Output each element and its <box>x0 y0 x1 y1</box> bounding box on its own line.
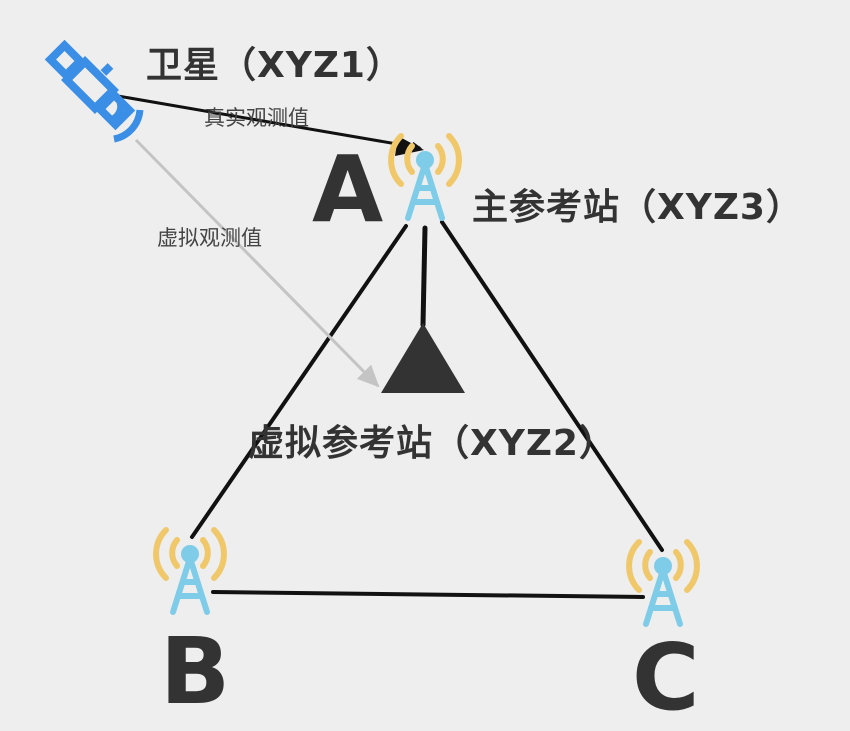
virtual-observation-label: 虚拟观测值 <box>157 226 262 250</box>
main-reference-station-label: 主参考站（XYZ3） <box>472 187 803 228</box>
virtual-reference-station-label: 虚拟参考站（XYZ2） <box>248 423 616 464</box>
satellite-icon <box>44 39 136 131</box>
station-b-tower-icon <box>156 530 224 612</box>
station-a-letter: A <box>312 136 384 243</box>
satellite-label: 卫星（XYZ1） <box>146 45 403 86</box>
satellite-signal-icon <box>108 100 144 143</box>
network-lines <box>190 220 664 599</box>
station-c-letter: C <box>632 624 700 731</box>
real-observation-arrow <box>117 94 422 152</box>
virtual-observation-arrow <box>134 138 380 388</box>
triangle-marker-icon <box>381 323 465 393</box>
station-c-tower-icon <box>629 542 697 624</box>
station-b-letter: B <box>160 618 231 725</box>
real-observation-label: 真实观测值 <box>204 106 309 130</box>
